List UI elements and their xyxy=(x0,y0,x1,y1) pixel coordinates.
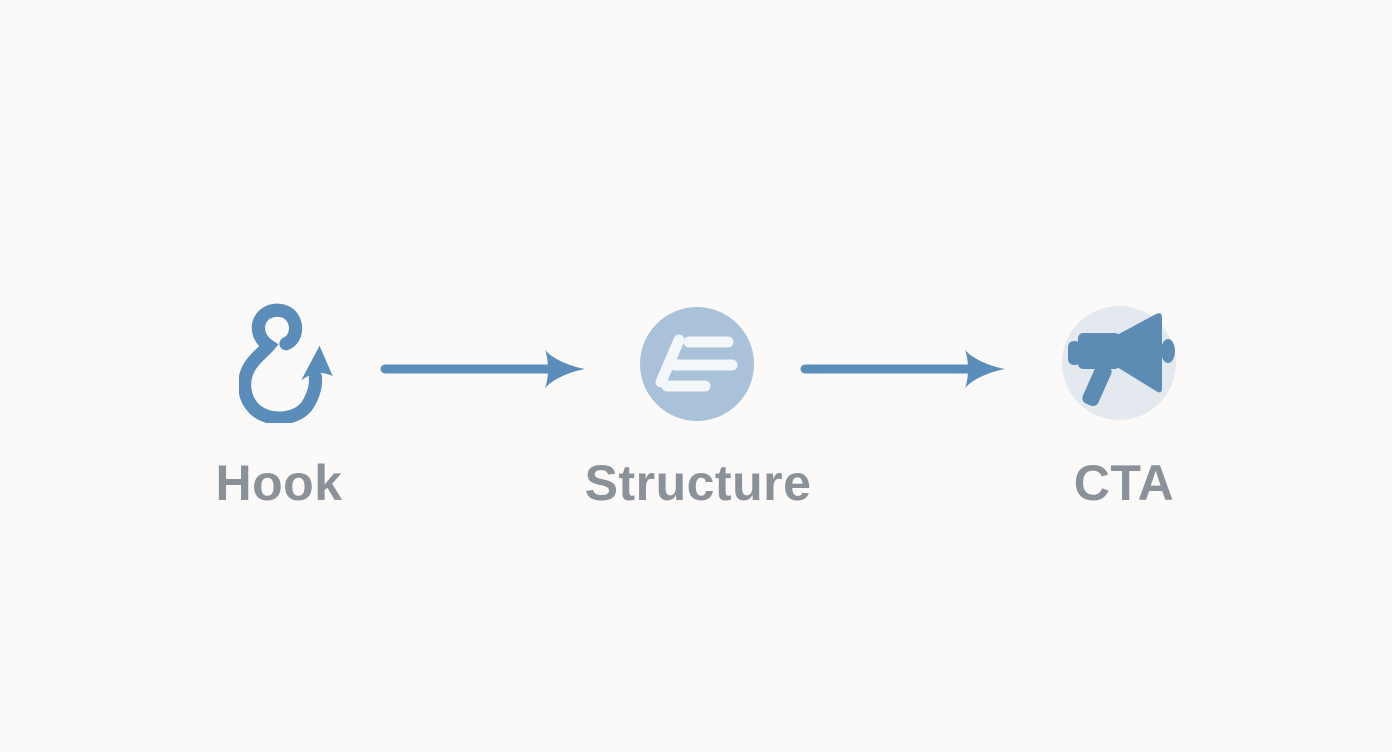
arrow-right-icon xyxy=(800,350,1005,388)
arrow-right-icon xyxy=(380,350,585,388)
step-label-cta: CTA xyxy=(1073,455,1175,511)
megaphone-glyph xyxy=(1068,313,1175,407)
megaphone-icon xyxy=(1062,306,1176,420)
step-label-hook: Hook xyxy=(215,455,343,511)
text-lines-circle-icon xyxy=(640,307,754,421)
step-label-structure: Structure xyxy=(584,455,812,511)
fish-hook-icon xyxy=(239,303,333,423)
